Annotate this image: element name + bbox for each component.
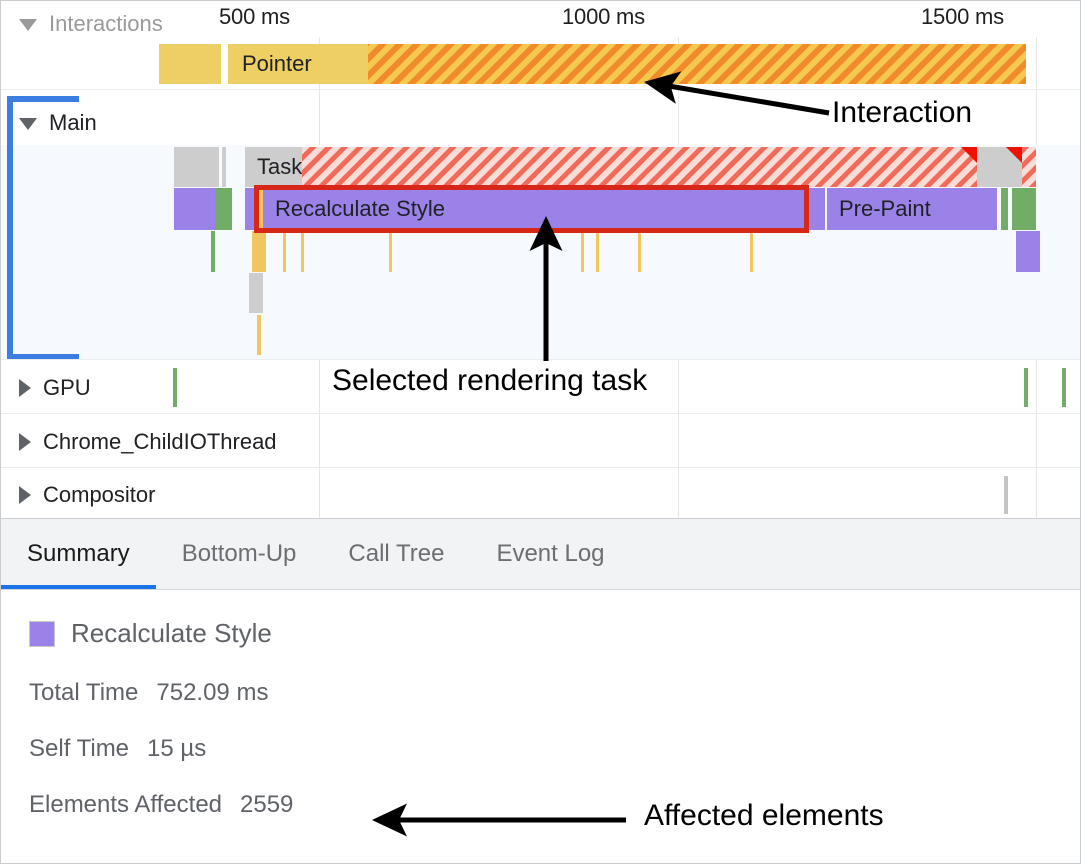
gpu-marker[interactable] — [173, 368, 177, 407]
flame-bar[interactable] — [211, 231, 215, 272]
flame-bar-long-task[interactable] — [302, 147, 977, 187]
flame-bar[interactable] — [1022, 147, 1036, 187]
interactions-lane[interactable]: Pointer — [1, 44, 1080, 84]
ruler-tick-1000ms: 1000 ms — [562, 4, 645, 29]
track-label-gpu: GPU — [43, 375, 91, 400]
summary-row-total-time: Total Time 752.09 ms — [29, 679, 1080, 707]
tab-label: Call Tree — [348, 540, 445, 567]
annotation-interaction-label: Interaction — [832, 96, 973, 129]
event-color-swatch-icon — [29, 620, 55, 647]
summary-value: 752.09 ms — [156, 679, 269, 706]
interaction-bar[interactable] — [159, 44, 221, 84]
flame-bar[interactable] — [1001, 188, 1008, 230]
track-label-main: Main — [49, 110, 97, 135]
main-flamechart[interactable]: Task Recalculate Style Pre-Paint — [1, 145, 1080, 359]
row-divider — [1, 413, 1080, 414]
chevron-right-icon[interactable] — [19, 486, 31, 504]
flame-bar[interactable] — [389, 231, 392, 272]
flame-bar[interactable] — [1012, 188, 1036, 230]
summary-event-name: Recalculate Style — [71, 618, 272, 648]
chevron-right-icon[interactable] — [19, 379, 31, 397]
ruler-tick-500ms: 500 ms — [219, 4, 290, 29]
warning-triangle-icon — [961, 147, 977, 163]
flame-bar-pre-paint[interactable]: Pre-Paint — [827, 188, 997, 230]
timeline-region[interactable]: 500 ms 1000 ms 1500 ms Interactions Poin… — [1, 1, 1080, 518]
flame-bar[interactable] — [1016, 231, 1040, 272]
flame-bar[interactable] — [977, 147, 1022, 187]
flame-bar[interactable] — [257, 188, 263, 230]
flame-bar[interactable] — [750, 231, 753, 272]
flame-bar[interactable] — [638, 231, 641, 272]
flame-bar-recalculate-style[interactable]: Recalculate Style — [263, 188, 804, 230]
tab-label: Event Log — [496, 540, 605, 567]
flame-bar[interactable] — [215, 188, 232, 230]
flame-bar[interactable] — [174, 147, 219, 187]
summary-content: Recalculate Style Total Time 752.09 ms S… — [1, 590, 1080, 819]
flame-bar[interactable] — [581, 231, 584, 272]
interaction-bar-pointer[interactable]: Pointer — [228, 44, 368, 84]
summary-value: 15 µs — [147, 735, 207, 762]
track-header-compositor[interactable]: Compositor — [1, 480, 155, 510]
flame-bar-task[interactable]: Task — [245, 147, 302, 187]
track-header-main[interactable]: Main — [1, 107, 97, 139]
flame-bar[interactable] — [222, 147, 226, 187]
track-label-compositor: Compositor — [43, 482, 156, 507]
track-header-gpu[interactable]: GPU — [1, 373, 91, 403]
track-header-chrome-childiothread[interactable]: Chrome_ChildIOThread — [1, 427, 277, 457]
interaction-bar-long[interactable] — [368, 44, 1026, 84]
row-divider — [1, 467, 1080, 468]
flame-bar[interactable] — [174, 188, 215, 230]
track-header-interactions[interactable]: Interactions — [1, 9, 163, 39]
summary-key: Self Time — [29, 735, 130, 762]
tab-summary[interactable]: Summary — [1, 519, 156, 589]
details-pane: Summary Bottom-Up Call Tree Event Log Re… — [1, 518, 1080, 863]
tab-event-log[interactable]: Event Log — [470, 519, 630, 589]
annotation-affected-elements-label: Affected elements — [644, 799, 884, 832]
track-label-interactions: Interactions — [49, 11, 163, 36]
row-divider — [1, 359, 1080, 360]
flame-bar[interactable] — [245, 188, 257, 230]
gpu-marker[interactable] — [1062, 368, 1066, 407]
flame-bar[interactable] — [257, 315, 261, 355]
gpu-marker[interactable] — [1024, 368, 1028, 407]
row-divider — [1, 89, 1080, 90]
warning-triangle-icon — [1006, 147, 1022, 163]
ruler-tick-1500ms: 1500 ms — [921, 4, 1004, 29]
summary-key: Elements Affected — [29, 791, 223, 818]
timeline-ruler[interactable]: 500 ms 1000 ms 1500 ms — [1, 1, 1080, 37]
summary-row-elements-affected: Elements Affected 2559 — [29, 791, 1080, 819]
tab-label: Bottom-Up — [181, 540, 297, 567]
annotation-selected-task-label: Selected rendering task — [332, 364, 648, 397]
flame-bar-label: Pre-Paint — [839, 196, 931, 221]
summary-row-self-time: Self Time 15 µs — [29, 735, 1080, 763]
flame-bar[interactable] — [301, 231, 304, 272]
summary-value: 2559 — [240, 791, 294, 818]
tab-label: Summary — [27, 540, 130, 567]
tab-bottom-up[interactable]: Bottom-Up — [156, 519, 323, 589]
flame-bar-label: Task — [257, 154, 302, 179]
interaction-bar-label: Pointer — [242, 51, 312, 76]
flame-bar[interactable] — [283, 231, 286, 272]
flame-bar[interactable] — [249, 273, 263, 313]
chevron-down-icon[interactable] — [19, 118, 37, 130]
chevron-right-icon[interactable] — [19, 433, 31, 451]
flame-bar-label: Recalculate Style — [275, 196, 445, 221]
details-tabbar: Summary Bottom-Up Call Tree Event Log — [1, 519, 1080, 590]
tab-call-tree[interactable]: Call Tree — [322, 519, 470, 589]
chevron-down-icon[interactable] — [19, 19, 37, 31]
flame-bar[interactable] — [596, 231, 599, 272]
summary-event-title: Recalculate Style — [29, 618, 1080, 649]
summary-key: Total Time — [29, 679, 139, 706]
compositor-marker[interactable] — [1004, 476, 1008, 514]
flame-bar[interactable] — [252, 231, 266, 272]
track-label-chrome-childiothread: Chrome_ChildIOThread — [43, 429, 277, 454]
flame-bar[interactable] — [804, 188, 825, 230]
